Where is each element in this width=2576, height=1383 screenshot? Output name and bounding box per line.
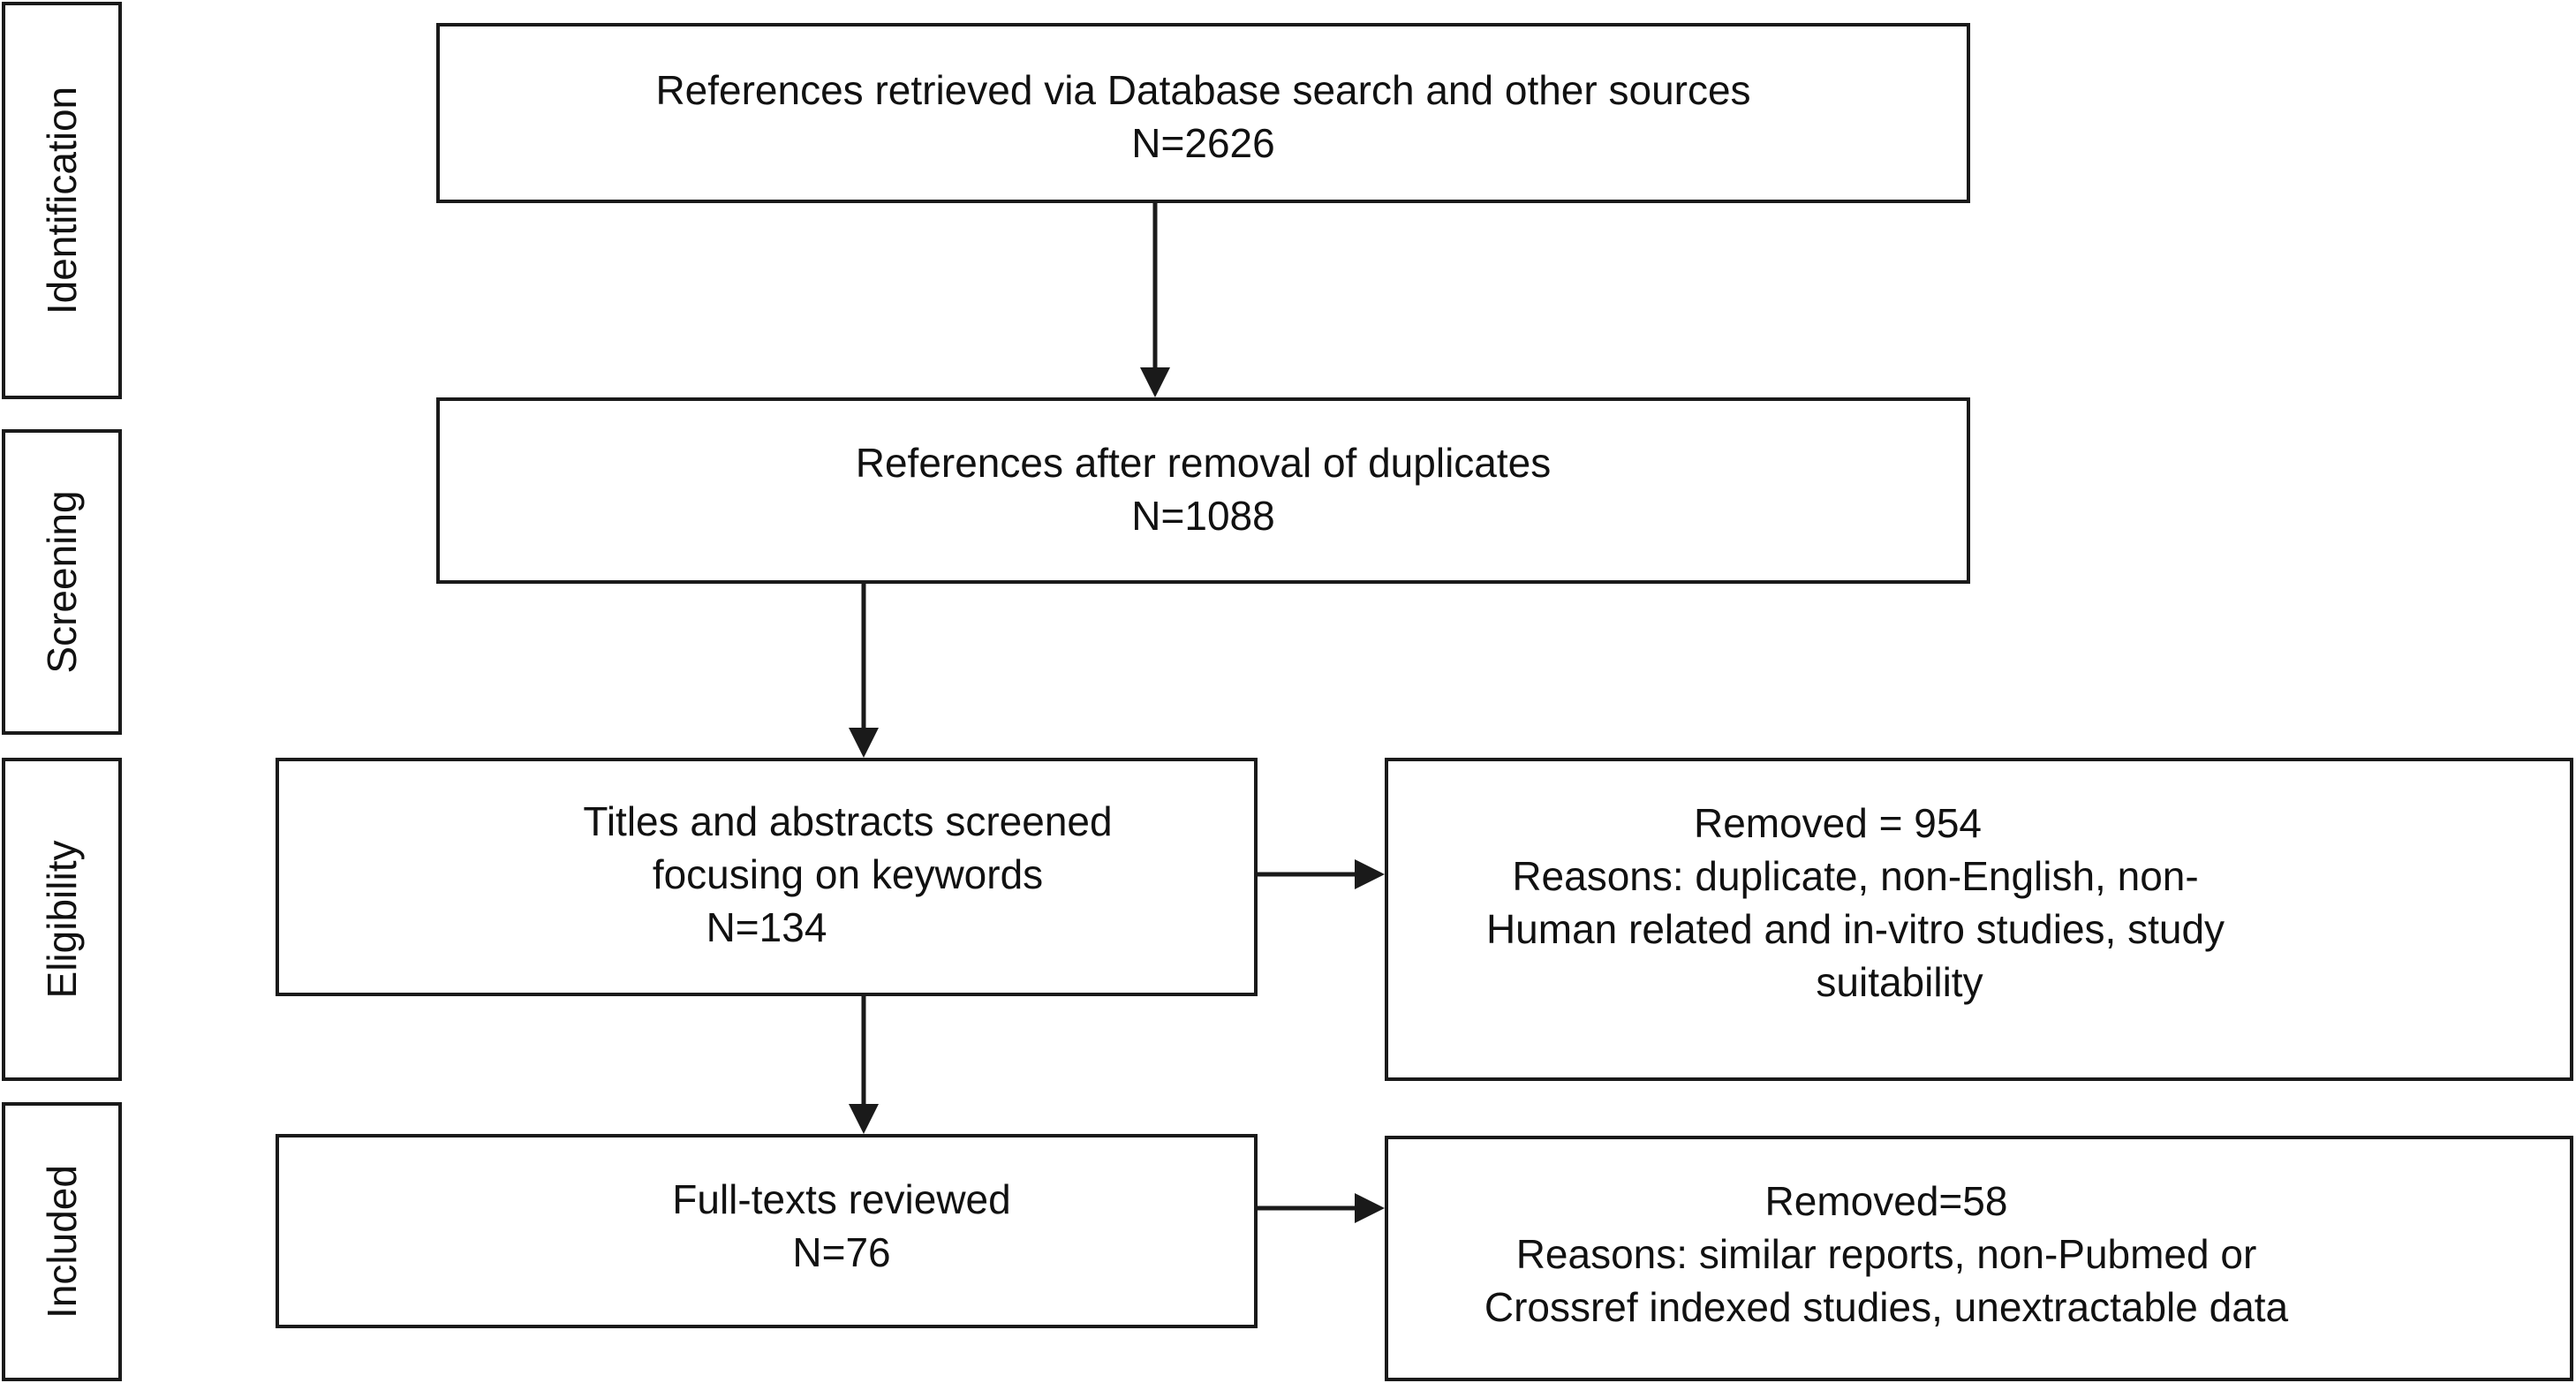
node-full-texts-count: N=76 [792,1229,891,1275]
node-references-retrieved-text: References retrieved via Database search… [655,67,1751,113]
stage-included: Included [2,1102,122,1381]
node-references-after-duplicates-count: N=1088 [1131,493,1275,539]
node-removed-included: Removed=58 Reasons: similar reports, non… [1385,1136,2573,1381]
node-removed-included-reasons-1: Reasons: similar reports, non-Pubmed or [1515,1231,2257,1277]
node-titles-abstracts-text-1: Titles and abstracts screened [583,798,1113,844]
node-titles-abstracts-count: N=134 [706,904,827,950]
node-removed-included-count: Removed=58 [1764,1178,2008,1224]
node-titles-abstracts-text-2: focusing on keywords [652,851,1044,897]
node-removed-eligibility-reasons-2: Human related and in-vitro studies, stud… [1485,906,2225,952]
node-removed-eligibility: Removed = 954 Reasons: duplicate, non-En… [1385,758,2573,1081]
node-removed-included-reasons-2: Crossref indexed studies, unextractable … [1484,1284,2289,1330]
stage-eligibility: Eligibility [2,758,122,1081]
stage-screening: Screening [2,429,122,735]
node-references-retrieved: References retrieved via Database search… [436,23,1970,203]
node-removed-eligibility-reasons-1: Reasons: duplicate, non-English, non- [1512,853,2199,899]
arrow-after-duplicates-to-titles [849,584,879,758]
node-references-after-duplicates: References after removal of duplicates N… [436,397,1970,584]
arrow-titles-to-removed-eligibility [1258,859,1385,889]
node-titles-abstracts-screened: Titles and abstracts screened focusing o… [276,758,1258,996]
node-full-texts-text: Full-texts reviewed [672,1176,1011,1222]
node-full-texts-reviewed: Full-texts reviewed N=76 [276,1134,1258,1328]
arrow-full-texts-to-removed-included [1258,1193,1385,1223]
node-removed-eligibility-reasons-3: suitability [1816,959,1983,1005]
node-removed-eligibility-count: Removed = 954 [1693,800,1983,846]
arrow-titles-to-full-texts [849,996,879,1134]
arrow-retrieved-to-after-duplicates [1140,203,1170,397]
node-references-after-duplicates-text: References after removal of duplicates [855,440,1552,486]
node-references-retrieved-count: N=2626 [1131,120,1275,166]
stage-identification: Identification [2,2,122,399]
